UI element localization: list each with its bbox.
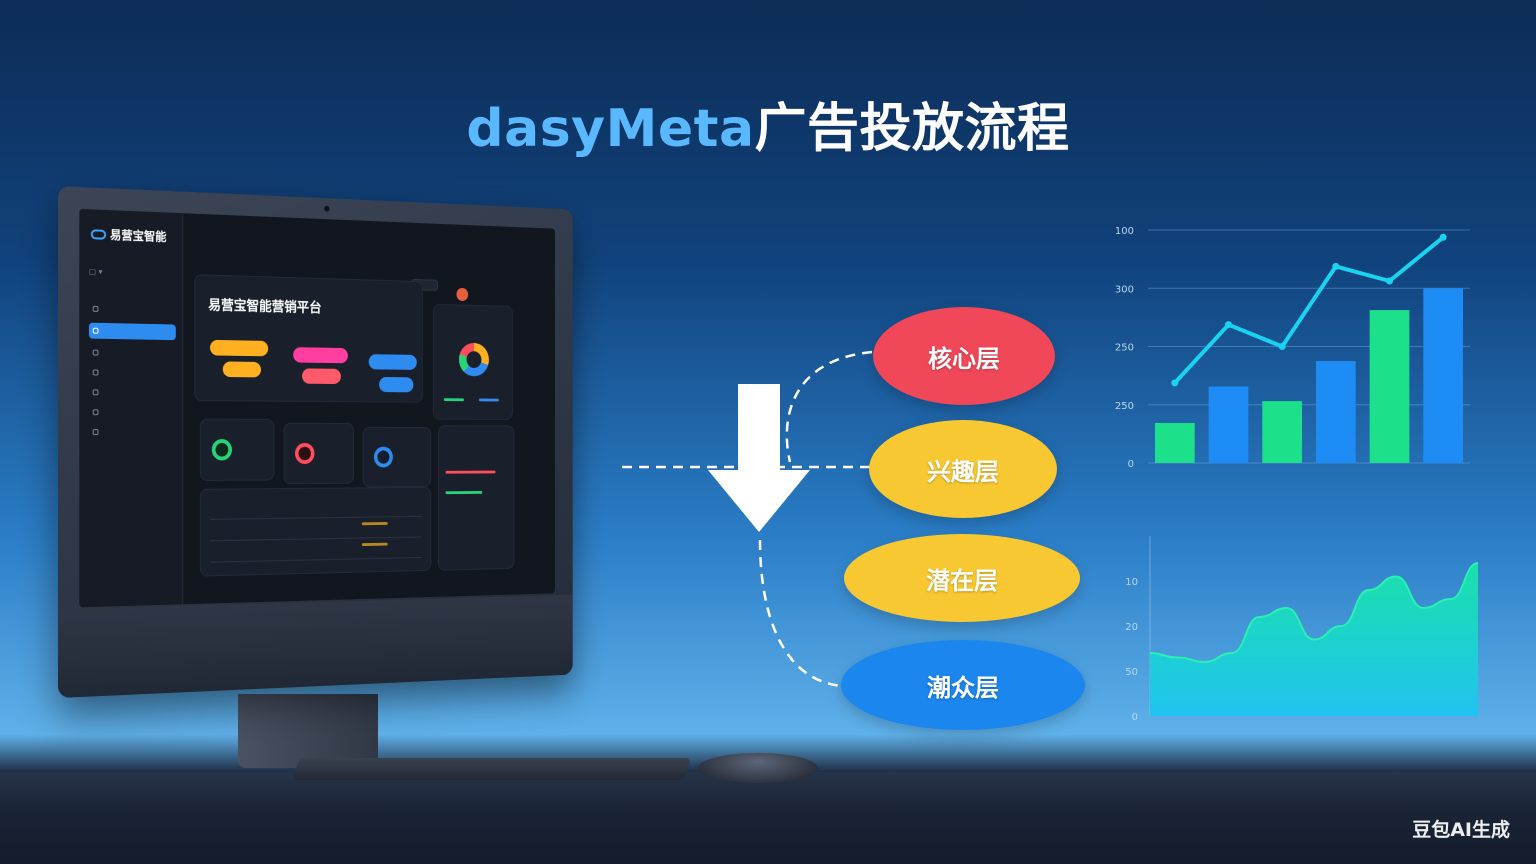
y-tick-label: 20 xyxy=(1125,622,1138,633)
layer-broad: 潮众层 xyxy=(841,640,1085,730)
trend-point xyxy=(1278,343,1286,350)
layer-core-label: 核心层 xyxy=(928,344,1000,373)
bar-chart-line xyxy=(1171,233,1447,387)
page-title: dasyMeta广告投放流程 xyxy=(0,86,1536,161)
bar-chart-grid xyxy=(1148,229,1470,464)
monitor-stand xyxy=(238,694,378,768)
down-arrow-icon xyxy=(708,384,810,532)
layer-potential-label: 潜在层 xyxy=(926,566,998,595)
y-tick-label: 250 xyxy=(1115,343,1134,354)
trend-point xyxy=(1332,262,1340,270)
y-tick-label: 100 xyxy=(1115,226,1134,237)
bar xyxy=(1369,310,1410,463)
y-tick-label: 10 xyxy=(1125,577,1138,588)
y-tick-label: 250 xyxy=(1115,401,1134,412)
bar xyxy=(1315,361,1356,463)
layer-potential: 潜在层 xyxy=(844,534,1080,622)
bar xyxy=(1423,288,1464,463)
connector-bottom xyxy=(758,539,843,688)
y-tick-label: 0 xyxy=(1128,459,1134,470)
title-text: 广告投放流程 xyxy=(754,99,1070,159)
bar xyxy=(1208,386,1249,463)
layer-core: 核心层 xyxy=(873,307,1055,405)
bar xyxy=(1154,422,1195,463)
monitor: 易营宝智能 ▢ ▾ 易营宝智能营销平台 xyxy=(58,186,648,768)
area-chart-plot xyxy=(1149,562,1479,716)
layer-broad-label: 潮众层 xyxy=(927,673,999,702)
connector-top xyxy=(785,350,873,463)
title-brand: dasyMeta xyxy=(466,99,755,159)
bar-chart: 0 250 250 300 100 xyxy=(1115,226,1470,470)
layer-interest: 兴趣层 xyxy=(869,420,1057,518)
mouse xyxy=(698,753,818,783)
bar xyxy=(1262,401,1303,463)
layer-interest-label: 兴趣层 xyxy=(927,457,999,486)
watermark: 豆包AI生成 xyxy=(1412,819,1510,841)
trend-point xyxy=(1171,379,1179,387)
trend-line xyxy=(1173,235,1445,385)
trend-point xyxy=(1386,277,1393,285)
y-tick-label: 300 xyxy=(1115,284,1134,295)
y-tick-label: 0 xyxy=(1132,712,1138,723)
area-chart: 0 50 20 10 xyxy=(1125,536,1479,723)
area-chart-yaxis: 0 50 20 10 xyxy=(1125,536,1151,723)
y-tick-label: 50 xyxy=(1125,667,1138,678)
bar-chart-yaxis: 0 250 250 300 100 xyxy=(1115,226,1134,470)
trend-point xyxy=(1439,233,1447,241)
bar-chart-bars xyxy=(1154,288,1464,463)
desk-surface xyxy=(0,772,1536,864)
area-line xyxy=(1149,562,1479,664)
trend-point xyxy=(1225,321,1232,329)
